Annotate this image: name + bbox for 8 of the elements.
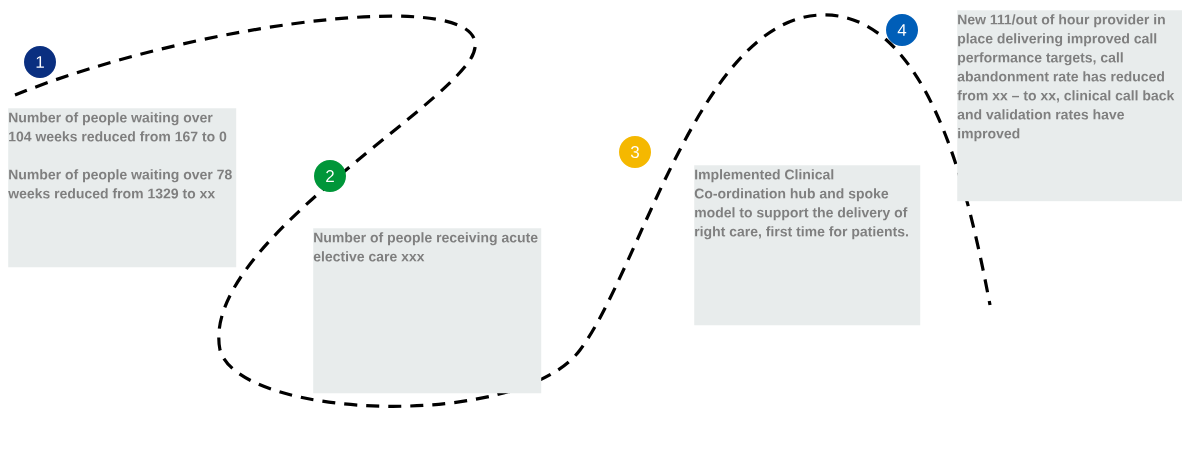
text-box: New 111/out of hour provider in place delivering improved call performance targets, call abandonment rate has reduced from xx – to xx, clinical call back and validation rates have improved	[957, 10, 1182, 202]
text-box: Number of people waiting over 104 weeks reduced from 167 to 0 Number of people waiting over 78 weeks reduced from 1329 to xx	[8, 108, 237, 268]
number-badge: 3	[619, 136, 651, 168]
number-badge: 4	[886, 14, 918, 46]
text-box: Number of people receiving acute elective care xxx	[313, 228, 542, 394]
number-badge: 1	[24, 46, 56, 78]
text-box: Implemented Clinical Co-ordination hub and spoke model to support the delivery of right care, first time for patients.	[694, 165, 921, 326]
number-badge: 2	[314, 160, 346, 192]
